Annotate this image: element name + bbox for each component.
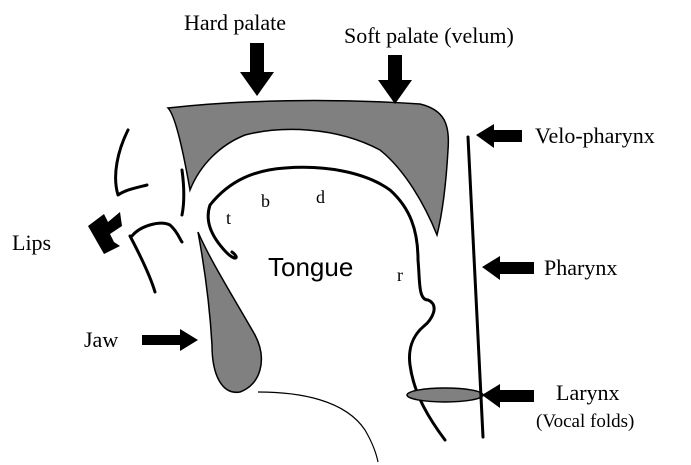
- label-velo-pharynx: Velo-pharynx: [535, 123, 655, 148]
- pharynx-arrow: [482, 256, 534, 280]
- alveolar-ridge: [182, 170, 184, 215]
- lips-arrow: [88, 212, 122, 254]
- label-vocal-folds: (Vocal folds): [536, 411, 634, 432]
- neck-line: [258, 392, 378, 462]
- label-jaw: Jaw: [84, 327, 118, 352]
- label-soft-palate: Soft palate (velum): [344, 23, 514, 48]
- label-lips: Lips: [12, 230, 51, 255]
- lower-lip: [130, 223, 182, 292]
- hard-palate-arrow: [240, 43, 274, 96]
- larynx-arrow: [482, 384, 534, 408]
- label-tongue: Tongue: [268, 252, 353, 282]
- label-point-t: t: [226, 208, 231, 228]
- label-larynx: Larynx: [556, 380, 620, 405]
- vocal-folds-shape: [407, 388, 483, 402]
- tongue-outline: [208, 167, 445, 440]
- jaw-arrow: [142, 329, 198, 351]
- label-point-b: b: [261, 191, 270, 211]
- label-point-d: d: [316, 187, 325, 207]
- soft-palate-arrow: [378, 55, 412, 104]
- label-hard-palate: Hard palate: [184, 10, 286, 35]
- upper-lip: [116, 130, 147, 195]
- velo-pharynx-arrow: [476, 124, 522, 148]
- label-pharynx: Pharynx: [544, 255, 617, 280]
- label-point-r: r: [397, 265, 403, 285]
